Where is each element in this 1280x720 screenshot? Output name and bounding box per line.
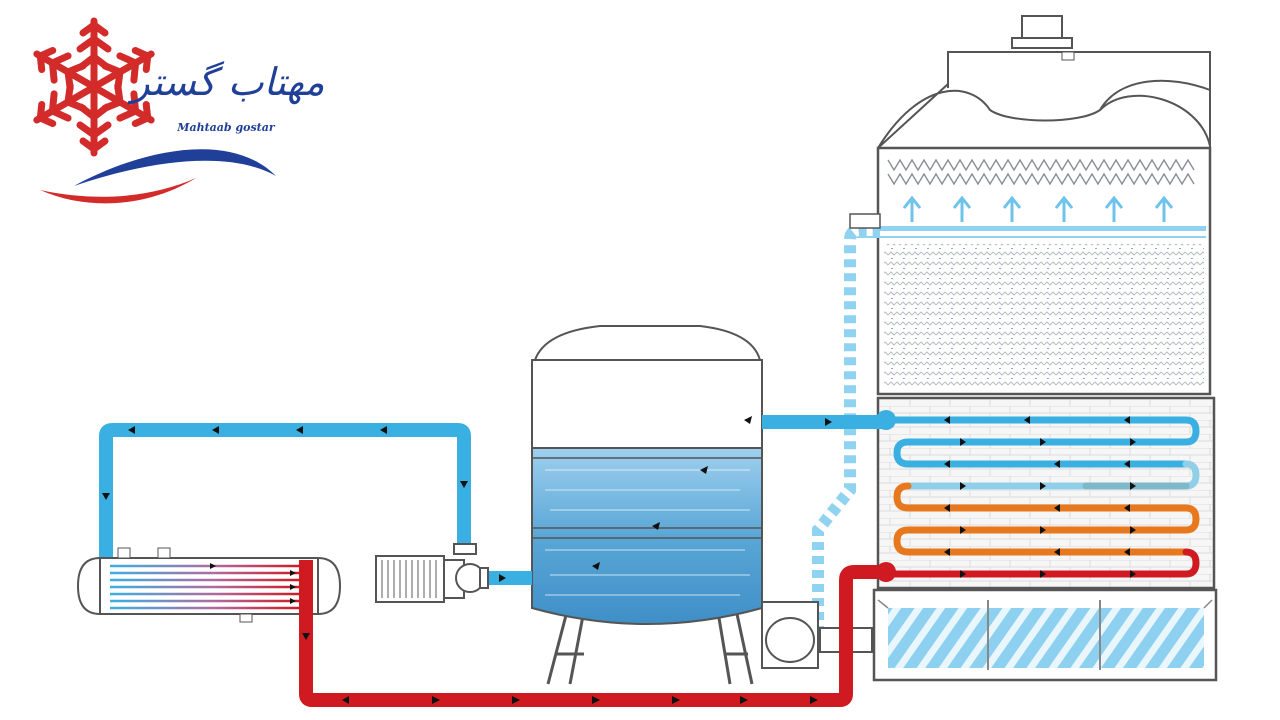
hot-pipe-exchanger-to-tower bbox=[299, 560, 886, 707]
coil-flow-arrows bbox=[944, 416, 1136, 578]
logo-name-en: Mahtaab gostar bbox=[176, 121, 276, 134]
storage-tank bbox=[531, 325, 763, 685]
exchanger-tubes bbox=[110, 564, 300, 610]
flow-arrow-icon bbox=[1154, 195, 1174, 222]
snowflake-icon bbox=[30, 17, 158, 153]
company-logo: مهتاب گستر Mahtaab gostar bbox=[30, 17, 325, 204]
tank-water bbox=[531, 447, 763, 625]
flow-arrow-icon bbox=[1002, 195, 1022, 222]
flow-arrow-icon bbox=[1104, 195, 1124, 222]
circulation-pump bbox=[375, 543, 489, 603]
fill-media bbox=[884, 244, 1204, 386]
cold-loop-arrows bbox=[102, 426, 506, 582]
logo-name-fa: مهتاب گستر bbox=[127, 60, 324, 105]
spray-header bbox=[856, 226, 1206, 238]
cold-pipe-pump-to-exchanger bbox=[99, 423, 532, 585]
tank-legs bbox=[546, 599, 754, 685]
flow-arrow-icon bbox=[1054, 195, 1074, 222]
basin-water bbox=[888, 608, 1204, 668]
tank-dome bbox=[533, 325, 762, 361]
air-flow-arrows bbox=[902, 195, 1174, 222]
flow-arrow-icon bbox=[902, 195, 922, 222]
flow-arrow-icon bbox=[952, 195, 972, 222]
tank-flow-arrows bbox=[592, 416, 752, 570]
cooling-coil bbox=[882, 416, 1200, 578]
tower-coil-section bbox=[876, 396, 1216, 590]
fan-hood bbox=[877, 51, 1211, 149]
fan-motor bbox=[1021, 15, 1063, 41]
shell-tube-heat-exchanger bbox=[76, 547, 342, 623]
drift-eliminator bbox=[887, 158, 1195, 186]
logo-blue-swoosh bbox=[74, 149, 276, 186]
pump-motor bbox=[375, 555, 445, 603]
tank-shell bbox=[531, 359, 763, 451]
hot-loop-arrows bbox=[302, 633, 818, 704]
cooling-tower bbox=[856, 15, 1218, 682]
spray-riser-pipe bbox=[812, 224, 880, 640]
spray-pump bbox=[761, 213, 881, 669]
logo-red-swoosh bbox=[40, 178, 196, 204]
